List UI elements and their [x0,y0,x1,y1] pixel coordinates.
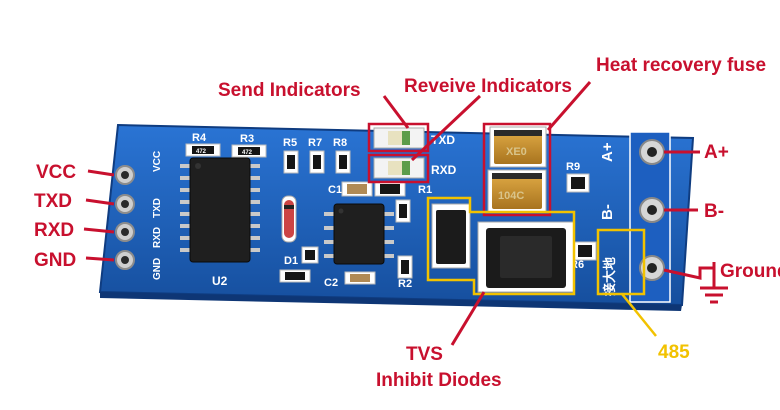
silk-r5: R5 [283,137,297,149]
label-inhibit-diodes: Inhibit Diodes [376,370,502,391]
resistor-r2 [397,255,413,279]
resistor-r1 [395,199,411,223]
silk-r7: R7 [308,137,322,149]
fuse-tantalum: XE0 104C [487,126,547,213]
label-a-plus: A+ [704,142,729,163]
resistor-code: 472 [242,150,253,156]
header-pin-holes [115,165,135,270]
pin-leader-lines [83,169,115,262]
resistor-r4: 472 [185,143,221,157]
silk-pin-rxd: RXD [152,227,163,248]
resistor-code: 472 [196,149,207,155]
tvs-diodes [431,203,575,293]
label-rxd: RXD [34,220,74,241]
silk-r8: R8 [333,137,347,149]
fuse-code-2: 104C [498,190,524,202]
silk-u2: U2 [212,274,228,288]
label-tvs: TVS [406,344,443,365]
silk-pin-txd: TXD [152,198,163,218]
silk-d1: D1 [284,255,298,267]
highlight-boxes-red [367,122,552,217]
capacitor-c2 [344,271,376,285]
ic-transceiver [324,203,394,265]
label-vcc: VCC [36,162,76,183]
silk-r3: R3 [240,133,254,145]
led-send [373,127,425,149]
ground-symbol [700,262,728,304]
silk-ground-cn: 接大地 [602,257,617,296]
label-b-minus: B- [704,201,724,222]
resistor-r8 [335,150,351,174]
silk-r4: R4 [192,132,207,144]
resistor-r6 [573,241,597,261]
label-send-indicators: Send Indicators [218,80,361,101]
ic-u2 [180,157,260,263]
fuse-code-1: XE0 [506,146,527,158]
resistor-r5 [283,150,299,174]
resistor-r9 [566,173,590,193]
highlight-boxes-yellow [426,196,646,296]
label-485: 485 [658,342,690,363]
silk-c1: C1 [328,184,342,196]
capacitor-c1 [341,181,373,197]
silk-c2: C2 [324,277,338,289]
silk-r9: R9 [566,161,580,173]
label-txd: TXD [34,191,72,212]
silk-r2: R2 [398,278,412,290]
terminal-pads [629,131,671,303]
resistor-r3: 472 [231,144,267,158]
small-smd-parts [279,181,406,283]
callout-arrows [382,81,714,346]
silk-pin-gnd: GND [152,258,163,280]
label-receive-indicators: Reveive Indicators [404,76,572,97]
silk-rxd: RXD [431,163,457,177]
silk-r6: R6 [570,259,584,271]
silk-a-plus: A+ [599,142,616,162]
label-heat-fuse: Heat recovery fuse [596,55,766,76]
diode-d1 [281,195,297,243]
silk-pin-vcc: VCC [152,151,163,172]
rs485-arrow [621,293,657,337]
label-ground: Ground [720,261,780,282]
label-gnd: GND [34,250,76,271]
resistor-r7 [309,150,325,174]
silk-b-minus: B- [599,204,616,220]
silk-r1: R1 [418,184,432,196]
led-receive [373,157,425,179]
